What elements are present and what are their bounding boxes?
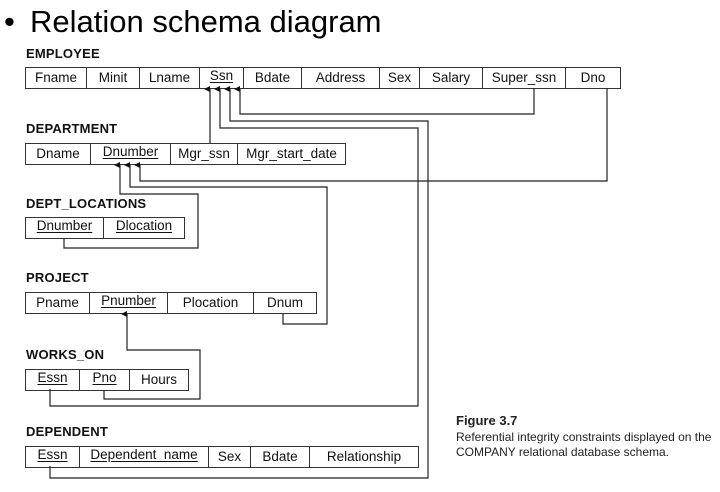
relation-employee: Fname Minit Lname Ssn Bdate Address Sex … (25, 67, 621, 89)
arrow-dependent-essn-to-ssn (49, 86, 429, 479)
arrow-dept-locations-to-dnumber (63, 162, 199, 249)
attr-works-on-pno: Pno (80, 370, 130, 390)
relation-name-works-on: WORKS_ON (26, 347, 105, 362)
bullet: • (4, 4, 15, 39)
attr-project-pnumber: Pnumber (90, 293, 168, 313)
attr-employee-super-ssn: Super_ssn (483, 68, 566, 88)
attr-dependent-sex: Sex (209, 447, 251, 467)
slide-title: • Relation schema diagram (4, 2, 382, 42)
figure-caption-text: Referential integrity constraints displa… (456, 429, 712, 460)
relation-name-dependent: DEPENDENT (26, 424, 108, 439)
attr-department-mgr-start-date: Mgr_start_date (246, 146, 337, 161)
attr-project-plocation: Plocation (168, 293, 254, 313)
arrow-pno-to-pnumber (103, 311, 201, 400)
relation-dependent: Essn Dependent_name Sex Bdate Relationsh… (25, 446, 419, 468)
arrow-project-dnum-to-dnumber (124, 162, 328, 325)
attr-department-dname: Dname (26, 144, 91, 164)
attr-works-on-essn: Essn (26, 370, 80, 390)
relation-name-dept-locations: DEPT_LOCATIONS (26, 196, 147, 211)
attr-dept-locations-dlocation: Dlocation (115, 218, 173, 233)
figure-number: Figure 3.7 (456, 413, 518, 428)
relation-dept-locations: Dnumber Dlocation (25, 217, 185, 239)
attr-project-dnum: Dnum (266, 295, 303, 310)
arrow-dno-to-dnumber (134, 88, 608, 182)
attr-employee-address: Address (302, 68, 380, 88)
attr-employee-sex: Sex (380, 68, 420, 88)
attr-employee-bdate: Bdate (244, 68, 302, 88)
attr-works-on-hours: Hours (140, 372, 177, 387)
relation-project: Pname Pnumber Plocation Dnum (25, 292, 317, 314)
attr-dependent-essn: Essn (26, 447, 80, 467)
arrow-works-on-essn-to-ssn (49, 86, 419, 407)
attr-project-pname: Pname (26, 293, 90, 313)
attr-employee-dno: Dno (580, 70, 606, 85)
attr-dependent-dependent-name: Dependent_name (80, 447, 209, 467)
attr-employee-fname: Fname (26, 68, 87, 88)
relation-name-employee: EMPLOYEE (26, 46, 100, 61)
relation-name-project: PROJECT (26, 270, 89, 285)
attr-dependent-relationship: Relationship (326, 449, 402, 464)
attr-employee-lname: Lname (140, 68, 200, 88)
relation-works-on: Essn Pno Hours (25, 369, 189, 391)
relation-department: Dname Dnumber Mgr_ssn Mgr_start_date (25, 143, 346, 165)
figure-caption: Figure 3.7 Referential integrity constra… (456, 413, 716, 461)
attr-dependent-bdate: Bdate (251, 447, 310, 467)
attr-employee-salary: Salary (420, 68, 483, 88)
slide-title-text: Relation schema diagram (30, 4, 382, 39)
relation-name-department: DEPARTMENT (26, 121, 118, 136)
attr-department-mgr-ssn: Mgr_ssn (171, 144, 238, 164)
attr-employee-ssn: Ssn (200, 68, 244, 88)
attr-dept-locations-dnumber: Dnumber (26, 218, 104, 238)
attr-department-dnumber: Dnumber (91, 144, 171, 164)
attr-employee-minit: Minit (87, 68, 140, 88)
arrow-super-ssn-to-ssn (234, 86, 535, 115)
